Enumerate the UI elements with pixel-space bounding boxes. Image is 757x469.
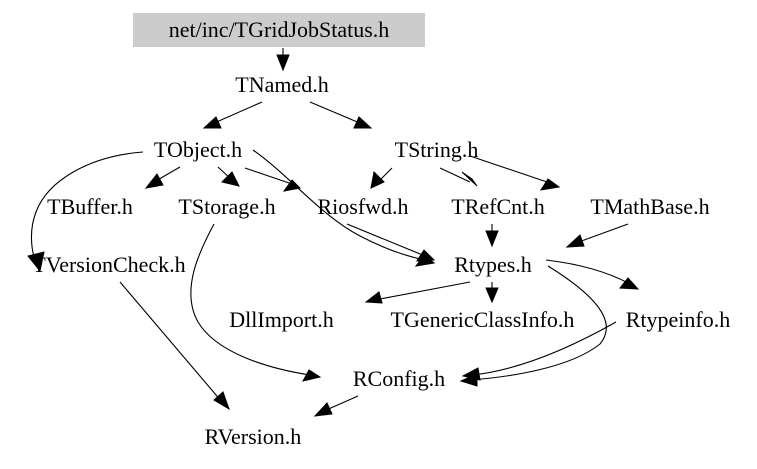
arrowhead-trefcnt-to-rtypes	[485, 230, 499, 248]
arrowhead-rconfig-to-rversion	[313, 402, 333, 417]
edge-tstorage-to-rconfig	[190, 223, 311, 376]
arrowhead-tstring-to-trefcnt	[461, 171, 478, 187]
arrowhead-root-to-tnamed	[276, 54, 290, 72]
edge-rtypes-to-rtypeinfo	[545, 259, 631, 285]
node-tstorage[interactable]: TStorage.h	[164, 191, 290, 223]
arrowhead-tnamed-to-tobject	[202, 116, 222, 129]
node-root[interactable]: net/inc/TGridJobStatus.h	[133, 13, 425, 47]
node-label-dllimport: DllImport.h	[229, 307, 334, 332]
arrowhead-tobject-to-tbuffer	[144, 173, 164, 189]
edge-tobject-to-rtypes	[252, 149, 426, 261]
node-rtypeinfo[interactable]: Rtypeinfo.h	[612, 304, 744, 336]
arrowhead-tstring-to-tmathbase	[539, 178, 561, 191]
node-riosfwd[interactable]: Riosfwd.h	[306, 191, 420, 223]
node-label-tgeneric: TGenericClassInfo.h	[390, 307, 575, 332]
node-tbuffer[interactable]: TBuffer.h	[34, 191, 146, 223]
node-tmathbase[interactable]: TMathBase.h	[575, 191, 725, 223]
node-rtypes[interactable]: Rtypes.h	[440, 249, 546, 281]
edge-rtypes-to-dllimport	[374, 281, 471, 301]
arrowhead-tobject-to-tstorage	[221, 171, 240, 187]
arrowhead-tstring-to-riosfwd	[370, 170, 385, 189]
node-tgeneric[interactable]: TGenericClassInfo.h	[360, 304, 605, 336]
node-label-tstorage: TStorage.h	[178, 194, 276, 219]
node-tstring[interactable]: TString.h	[383, 134, 490, 166]
arrowhead-tnamed-to-tstring	[353, 116, 373, 129]
edge-tobject-to-tversion	[30, 151, 144, 264]
node-label-rconfig: RConfig.h	[352, 366, 446, 391]
node-label-riosfwd: Riosfwd.h	[317, 194, 409, 219]
arrowhead-rtypes-to-tgeneric	[485, 287, 499, 304]
node-label-root: net/inc/TGridJobStatus.h	[168, 17, 390, 42]
node-label-tbuffer: TBuffer.h	[47, 194, 133, 219]
edge-rtypes-to-rconfig	[469, 265, 607, 381]
arrowhead-tobject-to-riosfwd	[282, 179, 302, 192]
node-label-tobject: TObject.h	[153, 137, 243, 162]
arrowhead-rtypes-to-dllimport	[364, 291, 383, 304]
node-label-tmathbase: TMathBase.h	[590, 194, 710, 219]
node-label-tstring: TString.h	[394, 137, 479, 162]
edge-tstring-to-tmathbase	[469, 155, 551, 184]
edge-tnamed-to-tstring	[309, 101, 363, 125]
node-rconfig[interactable]: RConfig.h	[340, 363, 458, 395]
edge-tstring-to-trefcnt	[439, 167, 471, 183]
node-label-tversion: TVersionCheck.h	[32, 252, 186, 277]
arrowhead-rtypes-to-rtypeinfo	[619, 277, 640, 290]
edge-tnamed-to-tobject	[211, 101, 263, 125]
node-label-rtypes: Rtypes.h	[454, 252, 532, 277]
edge-tmathbase-to-rtypes	[575, 223, 629, 244]
arrowhead-riosfwd-to-rtypes	[416, 249, 436, 262]
node-rversion[interactable]: RVersion.h	[190, 421, 316, 453]
node-label-rtypeinfo: Rtypeinfo.h	[625, 307, 731, 332]
node-tobject[interactable]: TObject.h	[143, 134, 253, 166]
node-trefcnt[interactable]: TRefCnt.h	[440, 191, 556, 223]
arrowhead-tobject-to-tversion	[27, 251, 45, 273]
node-tversion[interactable]: TVersionCheck.h	[8, 249, 210, 281]
arrowhead-tversion-to-rversion	[213, 391, 230, 411]
edge-rtypeinfo-to-rconfig	[471, 321, 617, 376]
arrowhead-tmathbase-to-rtypes	[565, 234, 585, 248]
arrowhead-tstorage-to-rconfig	[302, 369, 322, 382]
node-label-rversion: RVersion.h	[204, 424, 302, 449]
arrowhead-rtypeinfo-to-rconfig	[461, 367, 481, 381]
edge-tversion-to-rversion	[119, 281, 223, 403]
edge-tobject-to-riosfwd	[244, 167, 293, 185]
node-label-tnamed: TNamed.h	[235, 72, 329, 97]
edge-riosfwd-to-rtypes	[346, 223, 426, 257]
node-dllimport[interactable]: DllImport.h	[215, 304, 348, 336]
node-tnamed[interactable]: TNamed.h	[222, 69, 342, 101]
node-label-trefcnt: TRefCnt.h	[451, 194, 545, 219]
